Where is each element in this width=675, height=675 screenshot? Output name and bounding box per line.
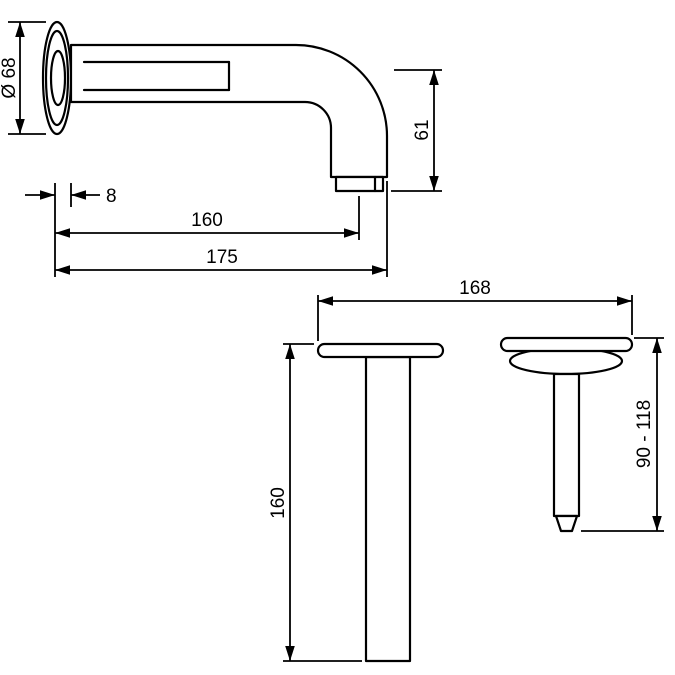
dim-label-projection: 175 bbox=[206, 247, 238, 268]
dim-overall-width: 168 bbox=[317, 278, 633, 341]
flange-outer-ring bbox=[41, 20, 73, 136]
dim-label-flange-diameter: Ø 68 bbox=[0, 57, 20, 98]
dim-label-drop-height: 61 bbox=[412, 119, 433, 140]
spout-front-plate bbox=[316, 342, 445, 359]
dim-drop-height: 61 bbox=[391, 69, 442, 192]
valve-stem-tip bbox=[554, 514, 579, 533]
dim-projection: 175 bbox=[55, 181, 388, 277]
spout-side-view bbox=[41, 20, 389, 193]
valve-plate bbox=[499, 336, 634, 353]
dim-label-reach: 160 bbox=[191, 210, 223, 231]
dim-label-valve-height: 90 - 118 bbox=[634, 400, 655, 468]
valve-stem bbox=[552, 372, 581, 518]
dim-label-overall-width: 168 bbox=[459, 278, 491, 299]
spout-front-tube bbox=[364, 355, 412, 663]
spout-front-view bbox=[316, 342, 445, 663]
flange-hub-ring bbox=[49, 49, 67, 107]
valve-front-view bbox=[499, 336, 634, 533]
dim-flange-depth: 8 bbox=[25, 183, 117, 207]
aerator bbox=[334, 175, 385, 193]
dim-valve-height: 90 - 118 bbox=[581, 337, 664, 532]
dim-spout-height: 160 bbox=[268, 343, 362, 662]
flange-mid-ring bbox=[44, 29, 70, 127]
spout-body-outline bbox=[69, 43, 389, 179]
dim-label-flange-depth: 8 bbox=[106, 186, 117, 207]
dim-flange-diameter: Ø 68 bbox=[0, 21, 46, 135]
dim-reach: 160 bbox=[54, 183, 360, 277]
dim-label-spout-height: 160 bbox=[268, 487, 289, 519]
